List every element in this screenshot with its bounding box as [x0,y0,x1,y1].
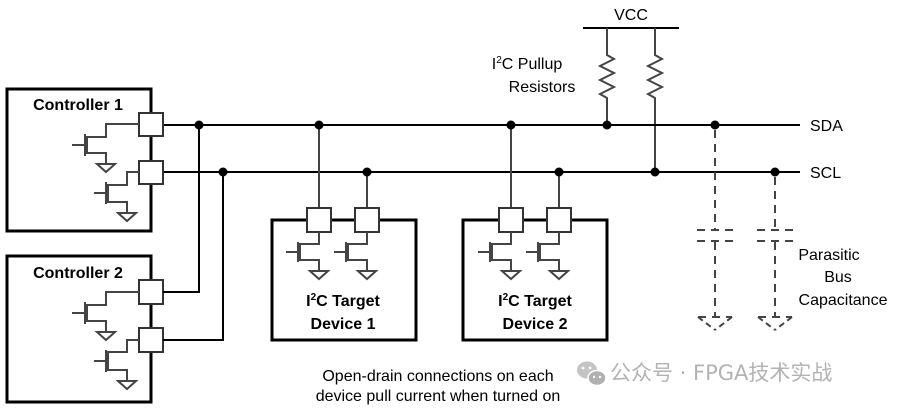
target-2-box [461,218,609,342]
junction-dot [506,120,516,130]
vcc-label: VCC [614,7,648,24]
controller-2-scl-wire [163,172,224,341]
controller-2-sda-wire [163,125,200,293]
pullup-label-line1: I2C Pullup [492,55,563,73]
pullup-resistor-sda [597,28,617,125]
junction-dot [554,167,564,177]
target-1-label-line2: Device 1 [311,316,376,333]
target-2-label-line1: I2C Target [498,292,572,310]
controller-1-scl-transistor [94,171,139,223]
junction-dot [314,120,324,130]
controller-2-label: Controller 2 [33,265,123,282]
watermark-text: 公众号 · FPGA技术实战 [610,361,832,385]
junction-dot [650,167,660,177]
controller-1-sda-transistor [72,123,139,174]
scl-label: SCL [810,165,841,182]
parasitic-capacitor-sda [697,120,733,331]
target-2-sda-transistor [478,232,523,281]
target-1-scl-pad [354,207,380,233]
junction-dot [362,167,372,177]
target-2-scl-pad [546,207,572,233]
capacitance-label-line1: Parasitic [798,247,859,264]
controller-2-sda-transistor [72,291,139,342]
controller-1-sda-pad [138,112,164,137]
target-1-scl-transistor [334,232,379,281]
target-1-label-line1: I2C Target [306,292,380,310]
target-1-sda-transistor [286,232,331,281]
pullup-label-line2: Resistors [509,79,576,96]
caption-line2: device pull current when turned on [316,388,561,405]
parasitic-capacitor-scl [757,167,793,331]
controller-2-scl-transistor [94,339,139,391]
target-1-sda-pad [306,207,332,233]
controller-2-scl-pad [138,327,164,353]
target-2-label-line2: Device 2 [503,316,568,333]
pullup-resistor-scl [645,28,665,172]
junction-dot [602,120,612,130]
target-2-sda-pad [498,207,524,233]
target-1-box [270,218,418,342]
capacitance-label-line3: Capacitance [799,292,888,309]
sda-label: SDA [810,118,843,135]
controller-1-label: Controller 1 [33,97,123,114]
caption-line1: Open-drain connections on each [322,368,553,385]
junction-dot [194,120,204,130]
target-2-scl-transistor [526,232,571,281]
controller-1-scl-pad [138,160,164,185]
wechat-icon [577,361,607,387]
capacitance-label-line2: Bus [824,269,852,286]
junction-dot [218,167,228,177]
controller-2-sda-pad [138,279,164,305]
